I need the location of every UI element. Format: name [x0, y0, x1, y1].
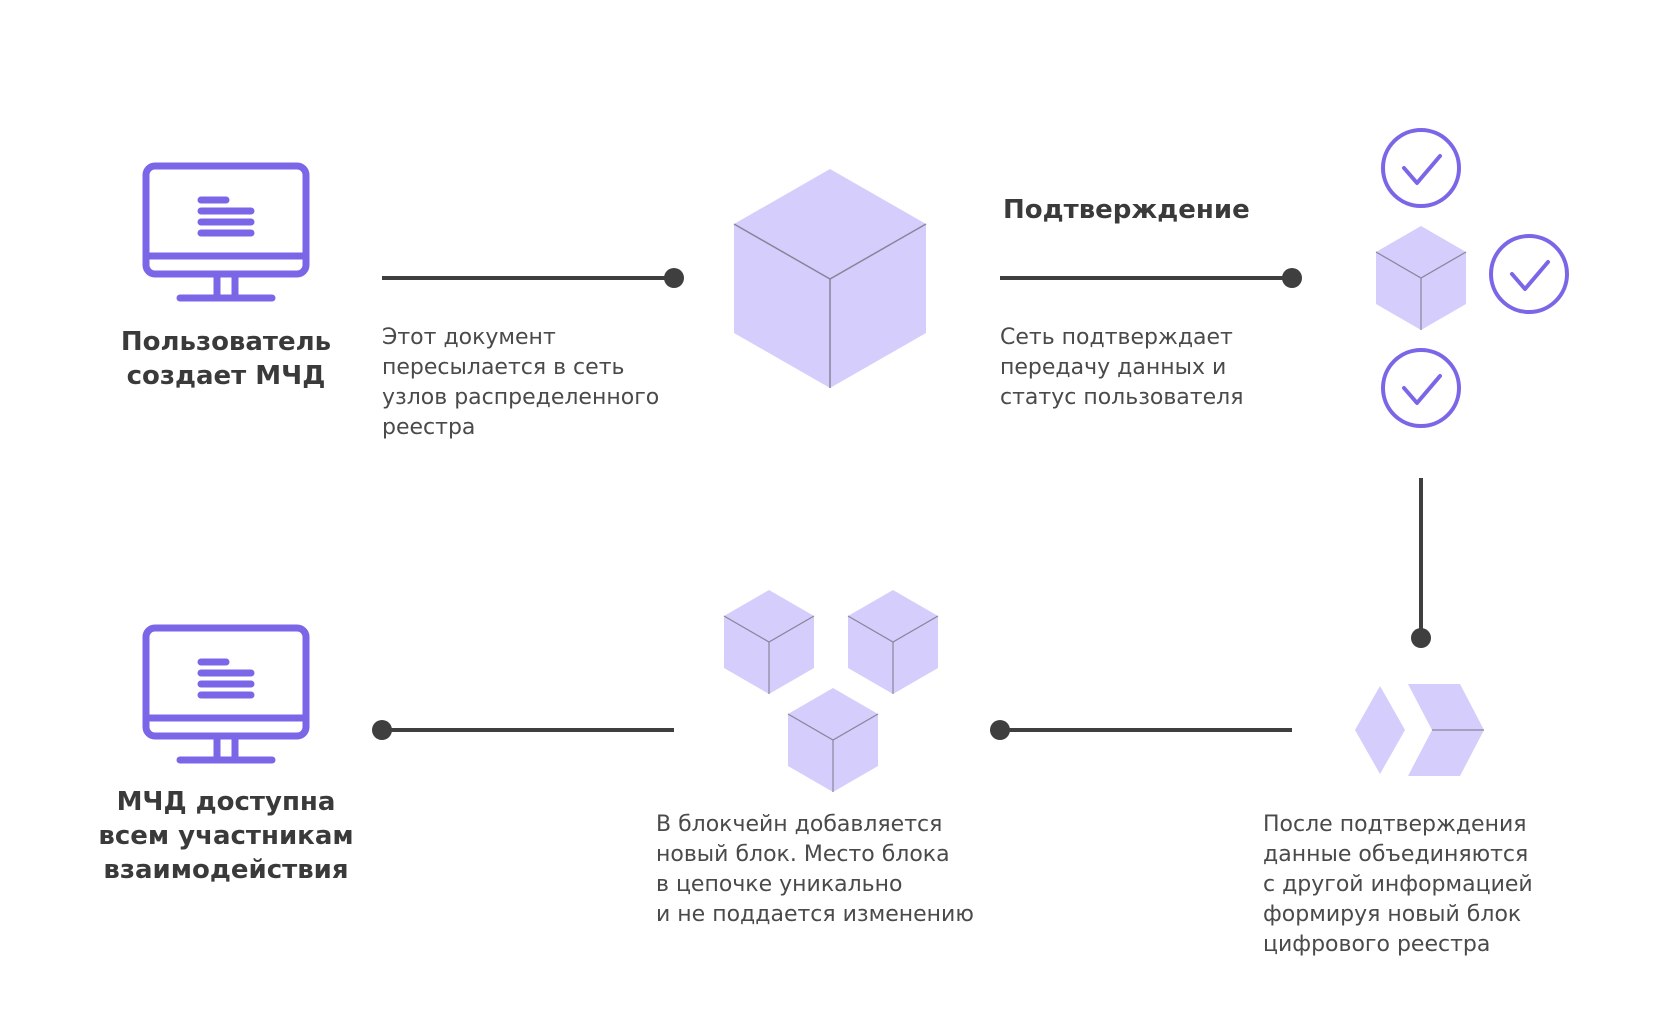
connector-top-1	[382, 268, 684, 288]
network-confirms-description: Сеть подтверждает передачу данных и стат…	[1000, 325, 1244, 410]
user-creates-label: Пользователь создает МЧД	[120, 327, 332, 391]
connector-vertical	[1411, 478, 1431, 648]
connector-top-2	[1000, 268, 1302, 288]
check-circle-icon	[1381, 128, 1461, 208]
cube-icon	[733, 169, 927, 388]
connector-bottom-1	[372, 720, 674, 740]
monitor-icon	[142, 624, 310, 764]
connector-bottom-2	[990, 720, 1292, 740]
cube-icon	[787, 688, 879, 792]
after-confirmation-description: После подтверждения данные объединяются …	[1263, 812, 1533, 957]
forwarded-description: Этот документ пересылается в сеть узлов …	[382, 325, 660, 440]
cube-cluster-icon	[723, 590, 939, 792]
check-circle-icon	[1489, 234, 1569, 314]
cube-icon	[723, 590, 815, 694]
new-block-description: В блокчейн добавляется новый блок. Место…	[656, 812, 974, 927]
mchd-available-label: МЧД доступна всем участникам взаимодейст…	[98, 787, 354, 885]
arrow-merge-icon	[1355, 684, 1484, 776]
check-circle-icon	[1381, 348, 1461, 428]
confirmation-title: Подтверждение	[1003, 195, 1250, 225]
cube-icon	[1375, 226, 1467, 330]
monitor-icon	[142, 162, 310, 302]
cube-icon	[847, 590, 939, 694]
